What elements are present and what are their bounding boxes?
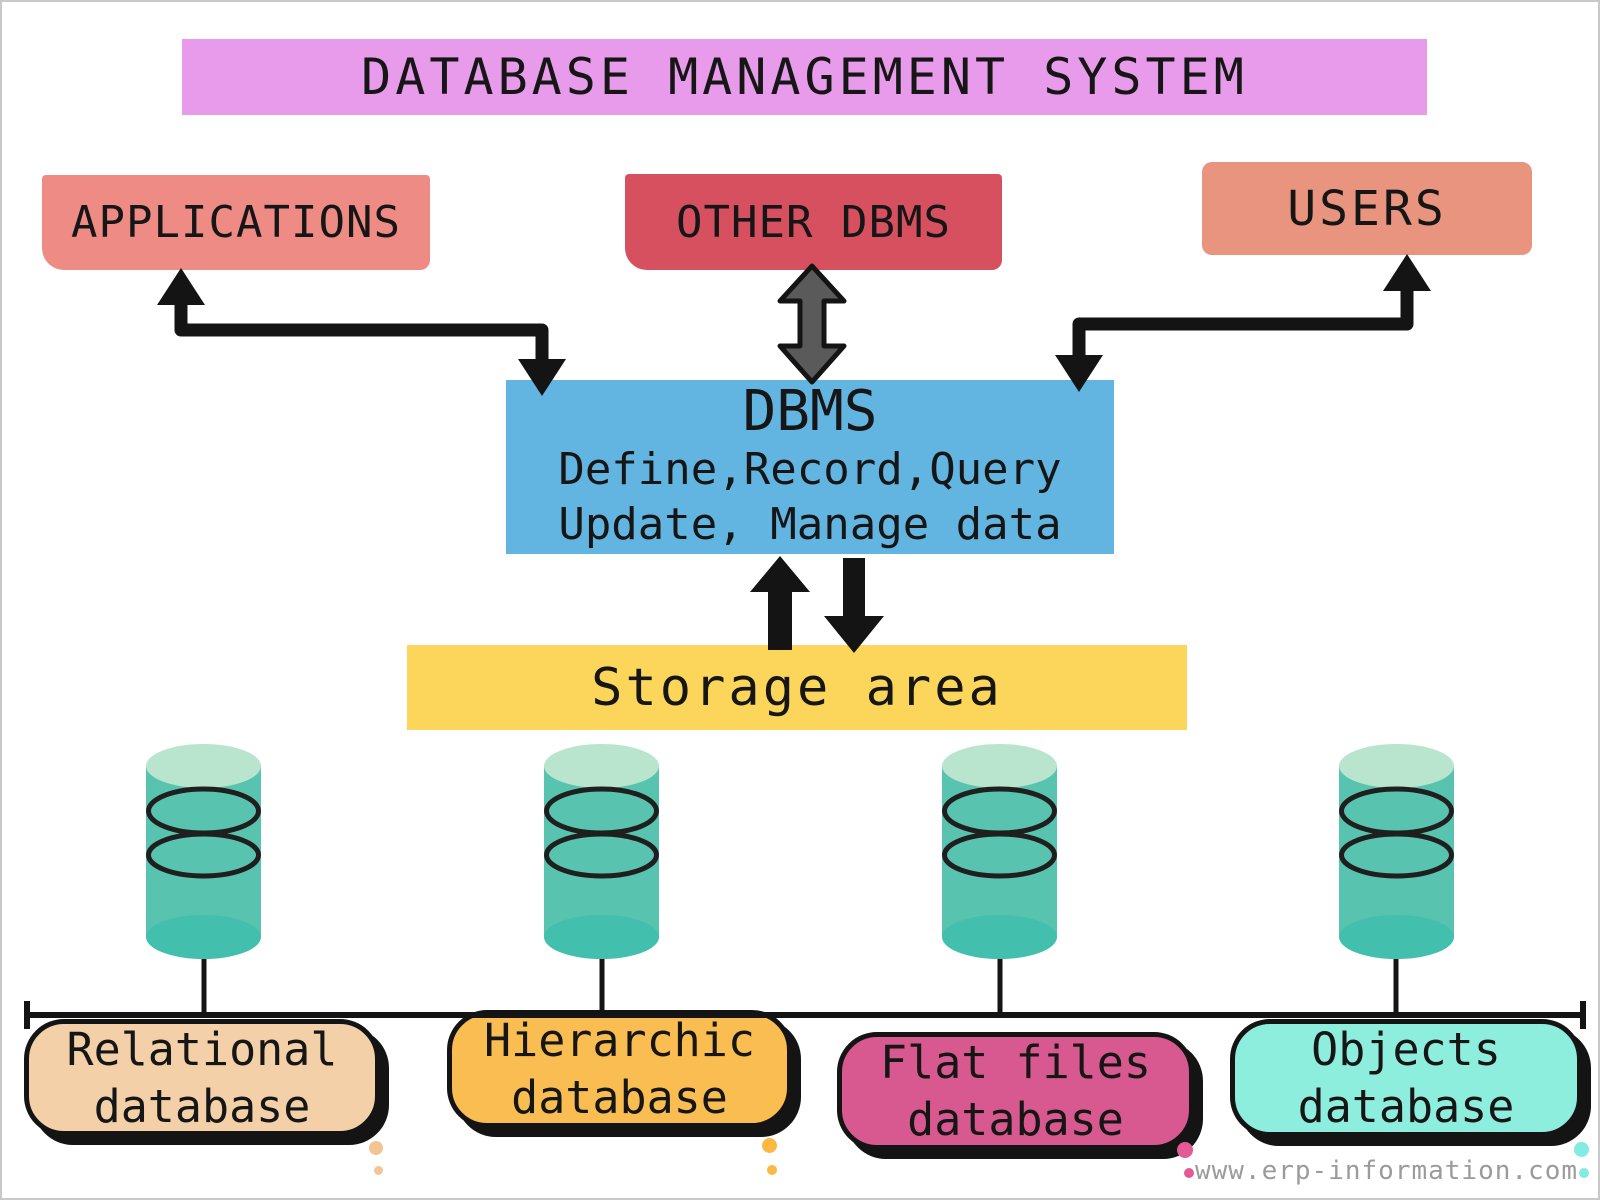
decorative-dot-tan-large [369, 1141, 383, 1155]
cylinder-bottom-cap [146, 915, 261, 959]
cylinder-top-cap [942, 744, 1057, 788]
objects-database-box: Objects database [1230, 1019, 1582, 1137]
arrow-down-icon [824, 558, 884, 653]
dbms-functions-line1: Define,Record,Query [558, 444, 1062, 495]
cylinder-top-cap [544, 744, 659, 788]
database-cylinder-2 [544, 744, 659, 959]
users-label: USERS [1287, 180, 1447, 237]
decorative-dot-pink-small [1184, 1168, 1194, 1178]
cylinder-bottom-cap [544, 915, 659, 959]
flat-files-database-label-line2: database [907, 1093, 1124, 1146]
cylinder-rings-icon [544, 786, 659, 879]
cylinder-top-cap [1339, 744, 1454, 788]
double-arrow-other-dbms-icon [777, 263, 847, 385]
cylinder-rings-icon [146, 786, 261, 879]
elbow-arrow-users-dbms-icon [1055, 254, 1431, 392]
hierarchic-database-label-line1: Hierarchic [484, 1014, 755, 1067]
database-cylinder-4 [1339, 744, 1454, 959]
objects-database-label-line1: Objects [1311, 1023, 1501, 1076]
database-cylinder-1 [146, 744, 261, 959]
applications-label: APPLICATIONS [71, 197, 401, 248]
other-dbms-box: OTHER DBMS [625, 174, 1002, 270]
decorative-dot-pink-large [1177, 1142, 1193, 1158]
relational-database-label-line1: Relational [66, 1022, 338, 1076]
elbow-arrow-applications-dbms-icon [157, 268, 566, 396]
title-banner: DATABASE MANAGEMENT SYSTEM [182, 39, 1427, 115]
dbms-functions-line2: Update, Manage data [558, 499, 1062, 550]
objects-database-label-line2: database [1297, 1080, 1515, 1133]
storage-area-box: Storage area [407, 645, 1187, 730]
flat-files-database-box: Flat files database [837, 1032, 1194, 1150]
applications-box: APPLICATIONS [42, 175, 430, 270]
cylinder-rings-icon [942, 786, 1057, 879]
hierarchic-database-label-line2: database [511, 1071, 728, 1124]
decorative-dot-cyan-large [1574, 1142, 1589, 1157]
arrow-up-icon [750, 556, 810, 650]
decorative-dot-cyan-small [1579, 1168, 1589, 1178]
dbms-box: DBMS Define,Record,Query Update, Manage … [506, 380, 1114, 554]
cylinder-bottom-cap [942, 915, 1057, 959]
decorative-dot-tan-small [374, 1166, 383, 1175]
cylinder-top-cap [146, 744, 261, 788]
cylinder-rings-icon [1339, 786, 1454, 879]
relational-database-label-line2: database [93, 1079, 311, 1133]
cylinder-connector-lines [201, 947, 1399, 1012]
database-cylinder-3 [942, 744, 1057, 959]
other-dbms-label: OTHER DBMS [676, 196, 951, 248]
hierarchic-database-box: Hierarchic database [447, 1010, 792, 1128]
users-box: USERS [1202, 162, 1532, 255]
relational-database-box: Relational database [24, 1019, 380, 1136]
decorative-dot-orange-small [767, 1165, 777, 1175]
cylinder-bottom-cap [1339, 915, 1454, 959]
flat-files-database-label-line1: Flat files [880, 1036, 1151, 1089]
dbms-heading: DBMS [742, 379, 878, 444]
watermark: www.erp-information.com [1194, 1156, 1578, 1186]
storage-area-label: Storage area [591, 657, 1003, 718]
decorative-dot-orange-large [762, 1138, 777, 1153]
title-text: DATABASE MANAGEMENT SYSTEM [361, 48, 1248, 106]
